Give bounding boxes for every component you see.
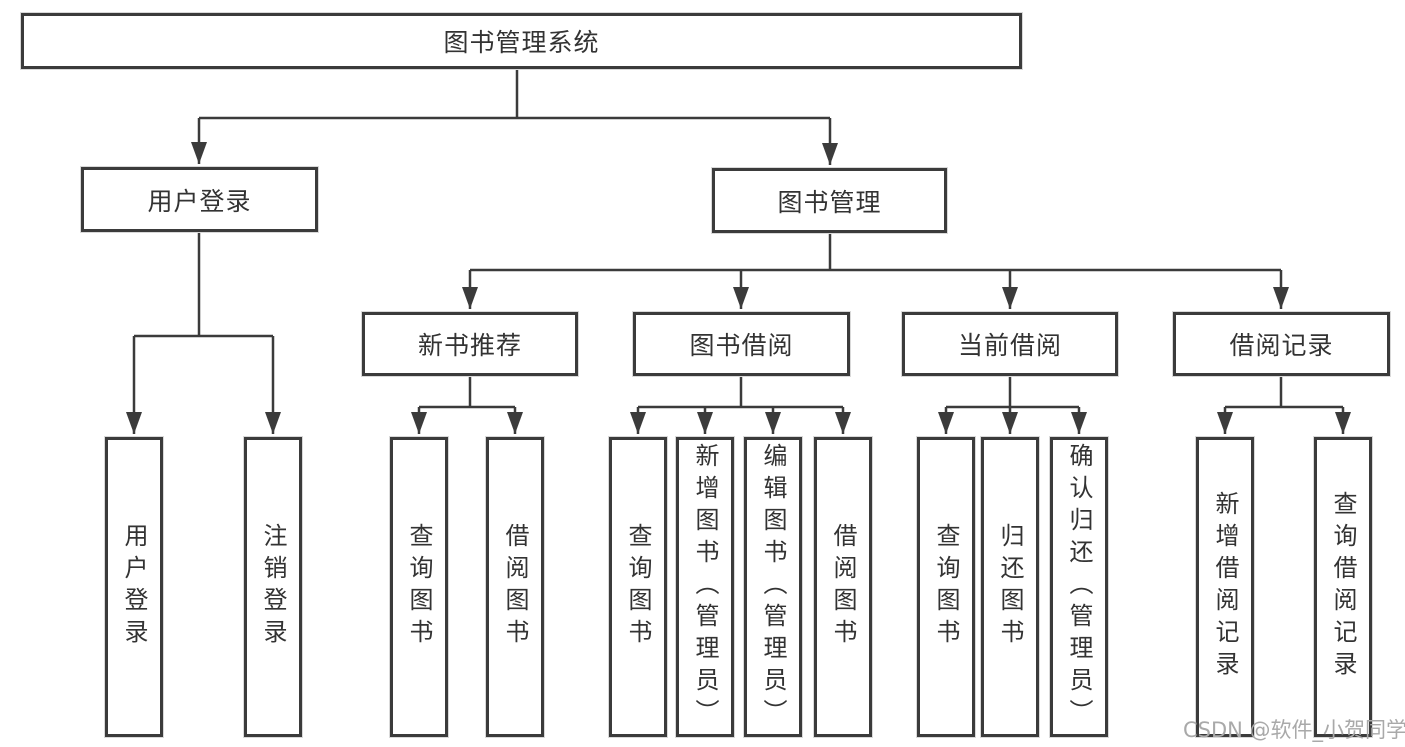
leaf-records-query-label: 查询借阅记录 (1329, 491, 1357, 683)
leaf-records-add: 新增借阅记录 (1196, 437, 1254, 737)
leaf-newbooks-borrow-label: 借阅图书 (501, 523, 529, 651)
node-user-login-label: 用户登录 (147, 186, 252, 216)
node-book-management: 图书管理 (712, 168, 947, 233)
leaf-newbooks-query-label: 查询图书 (405, 523, 433, 651)
node-user-login: 用户登录 (81, 167, 318, 232)
leaf-borrow-edit-admin-label: 编辑图书（管理员） (759, 443, 787, 731)
leaf-current-confirm-return-admin: 确认归还（管理员） (1050, 437, 1108, 737)
leaf-borrow-add-admin: 新增图书（管理员） (676, 437, 734, 737)
leaf-borrow-book-label: 借阅图书 (829, 523, 857, 651)
leaf-borrow-query: 查询图书 (609, 437, 667, 737)
node-book-borrowing-label: 图书借阅 (689, 331, 794, 360)
leaf-records-query: 查询借阅记录 (1314, 437, 1372, 737)
leaf-borrow-query-label: 查询图书 (624, 523, 652, 651)
leaf-current-return-label: 归还图书 (996, 523, 1024, 651)
leaf-current-query-label: 查询图书 (932, 523, 960, 651)
leaf-current-return: 归还图书 (981, 437, 1039, 737)
node-borrow-records: 借阅记录 (1173, 312, 1390, 376)
leaf-borrow-book: 借阅图书 (814, 437, 872, 737)
leaf-user-login: 用户登录 (105, 437, 163, 737)
node-current-borrowing-label: 当前借阅 (957, 331, 1062, 360)
leaf-user-login-label: 用户登录 (120, 523, 148, 651)
node-new-book-recommend: 新书推荐 (362, 312, 578, 376)
leaf-logout: 注销登录 (244, 437, 302, 737)
leaf-borrow-add-admin-label: 新增图书（管理员） (691, 443, 719, 731)
leaf-borrow-edit-admin: 编辑图书（管理员） (744, 437, 802, 737)
node-new-book-recommend-label: 新书推荐 (417, 331, 522, 360)
node-root-label: 图书管理系统 (443, 28, 600, 57)
leaf-current-confirm-return-admin-label: 确认归还（管理员） (1065, 443, 1093, 731)
leaf-newbooks-query: 查询图书 (390, 437, 448, 737)
csdn-watermark: CSDN @软件_小贺同学 (1183, 718, 1405, 742)
node-borrow-records-label: 借阅记录 (1229, 331, 1334, 360)
node-book-management-label: 图书管理 (777, 187, 882, 217)
leaf-logout-label: 注销登录 (259, 523, 287, 651)
leaf-newbooks-borrow: 借阅图书 (486, 437, 544, 737)
leaf-current-query: 查询图书 (917, 437, 975, 737)
leaf-records-add-label: 新增借阅记录 (1211, 491, 1239, 683)
node-book-borrowing: 图书借阅 (633, 312, 850, 376)
node-root: 图书管理系统 (21, 13, 1022, 69)
node-current-borrowing: 当前借阅 (902, 312, 1118, 376)
